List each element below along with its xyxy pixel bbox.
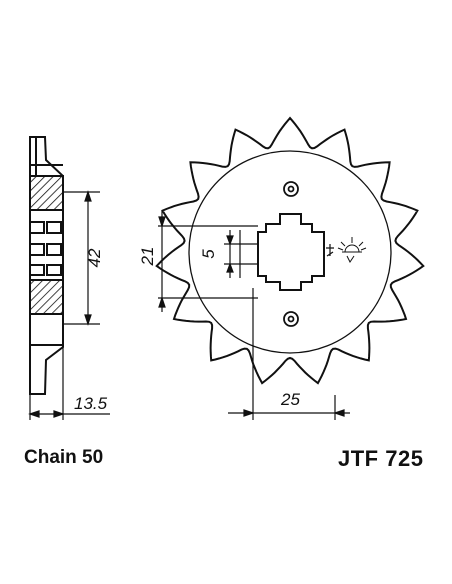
- dim-mount-offset: [228, 288, 350, 420]
- mounting-hole-bottom: [283, 311, 299, 327]
- spline-slot: [29, 221, 45, 234]
- spline-slot: [46, 243, 62, 256]
- spline-slot: [29, 264, 45, 276]
- section-hatch-top: [29, 175, 64, 211]
- spline-slot: [46, 264, 62, 276]
- dim-bore-width: [158, 210, 258, 312]
- dim-mount-offset-label: 25: [280, 390, 300, 409]
- dim-bore-width-label: 21: [138, 247, 157, 267]
- dim-spline-width-label: 5: [199, 249, 218, 259]
- dim-hub-thickness-label: 13.5: [74, 394, 108, 413]
- section-hatch-bottom: [29, 279, 64, 315]
- sprocket-body-circle: [188, 150, 392, 354]
- marking-glyph-icon: [326, 244, 334, 257]
- spline-slot: [29, 243, 45, 256]
- dim-hub-diameter: [63, 190, 100, 326]
- spline-slot: [46, 221, 62, 234]
- sun-symbol-icon: [337, 237, 367, 263]
- splined-bore: [257, 213, 325, 291]
- sprocket-tooth-profile: [155, 116, 425, 385]
- dim-spline-width: [224, 230, 258, 278]
- part-number-label: JTF 725: [338, 446, 424, 471]
- side-section-view: [29, 136, 64, 395]
- chain-size-label: Chain 50: [24, 447, 104, 468]
- dim-hub-diameter-label: 42: [85, 248, 104, 267]
- dim-hub-thickness: [28, 347, 110, 420]
- mounting-hole-top: [283, 181, 299, 197]
